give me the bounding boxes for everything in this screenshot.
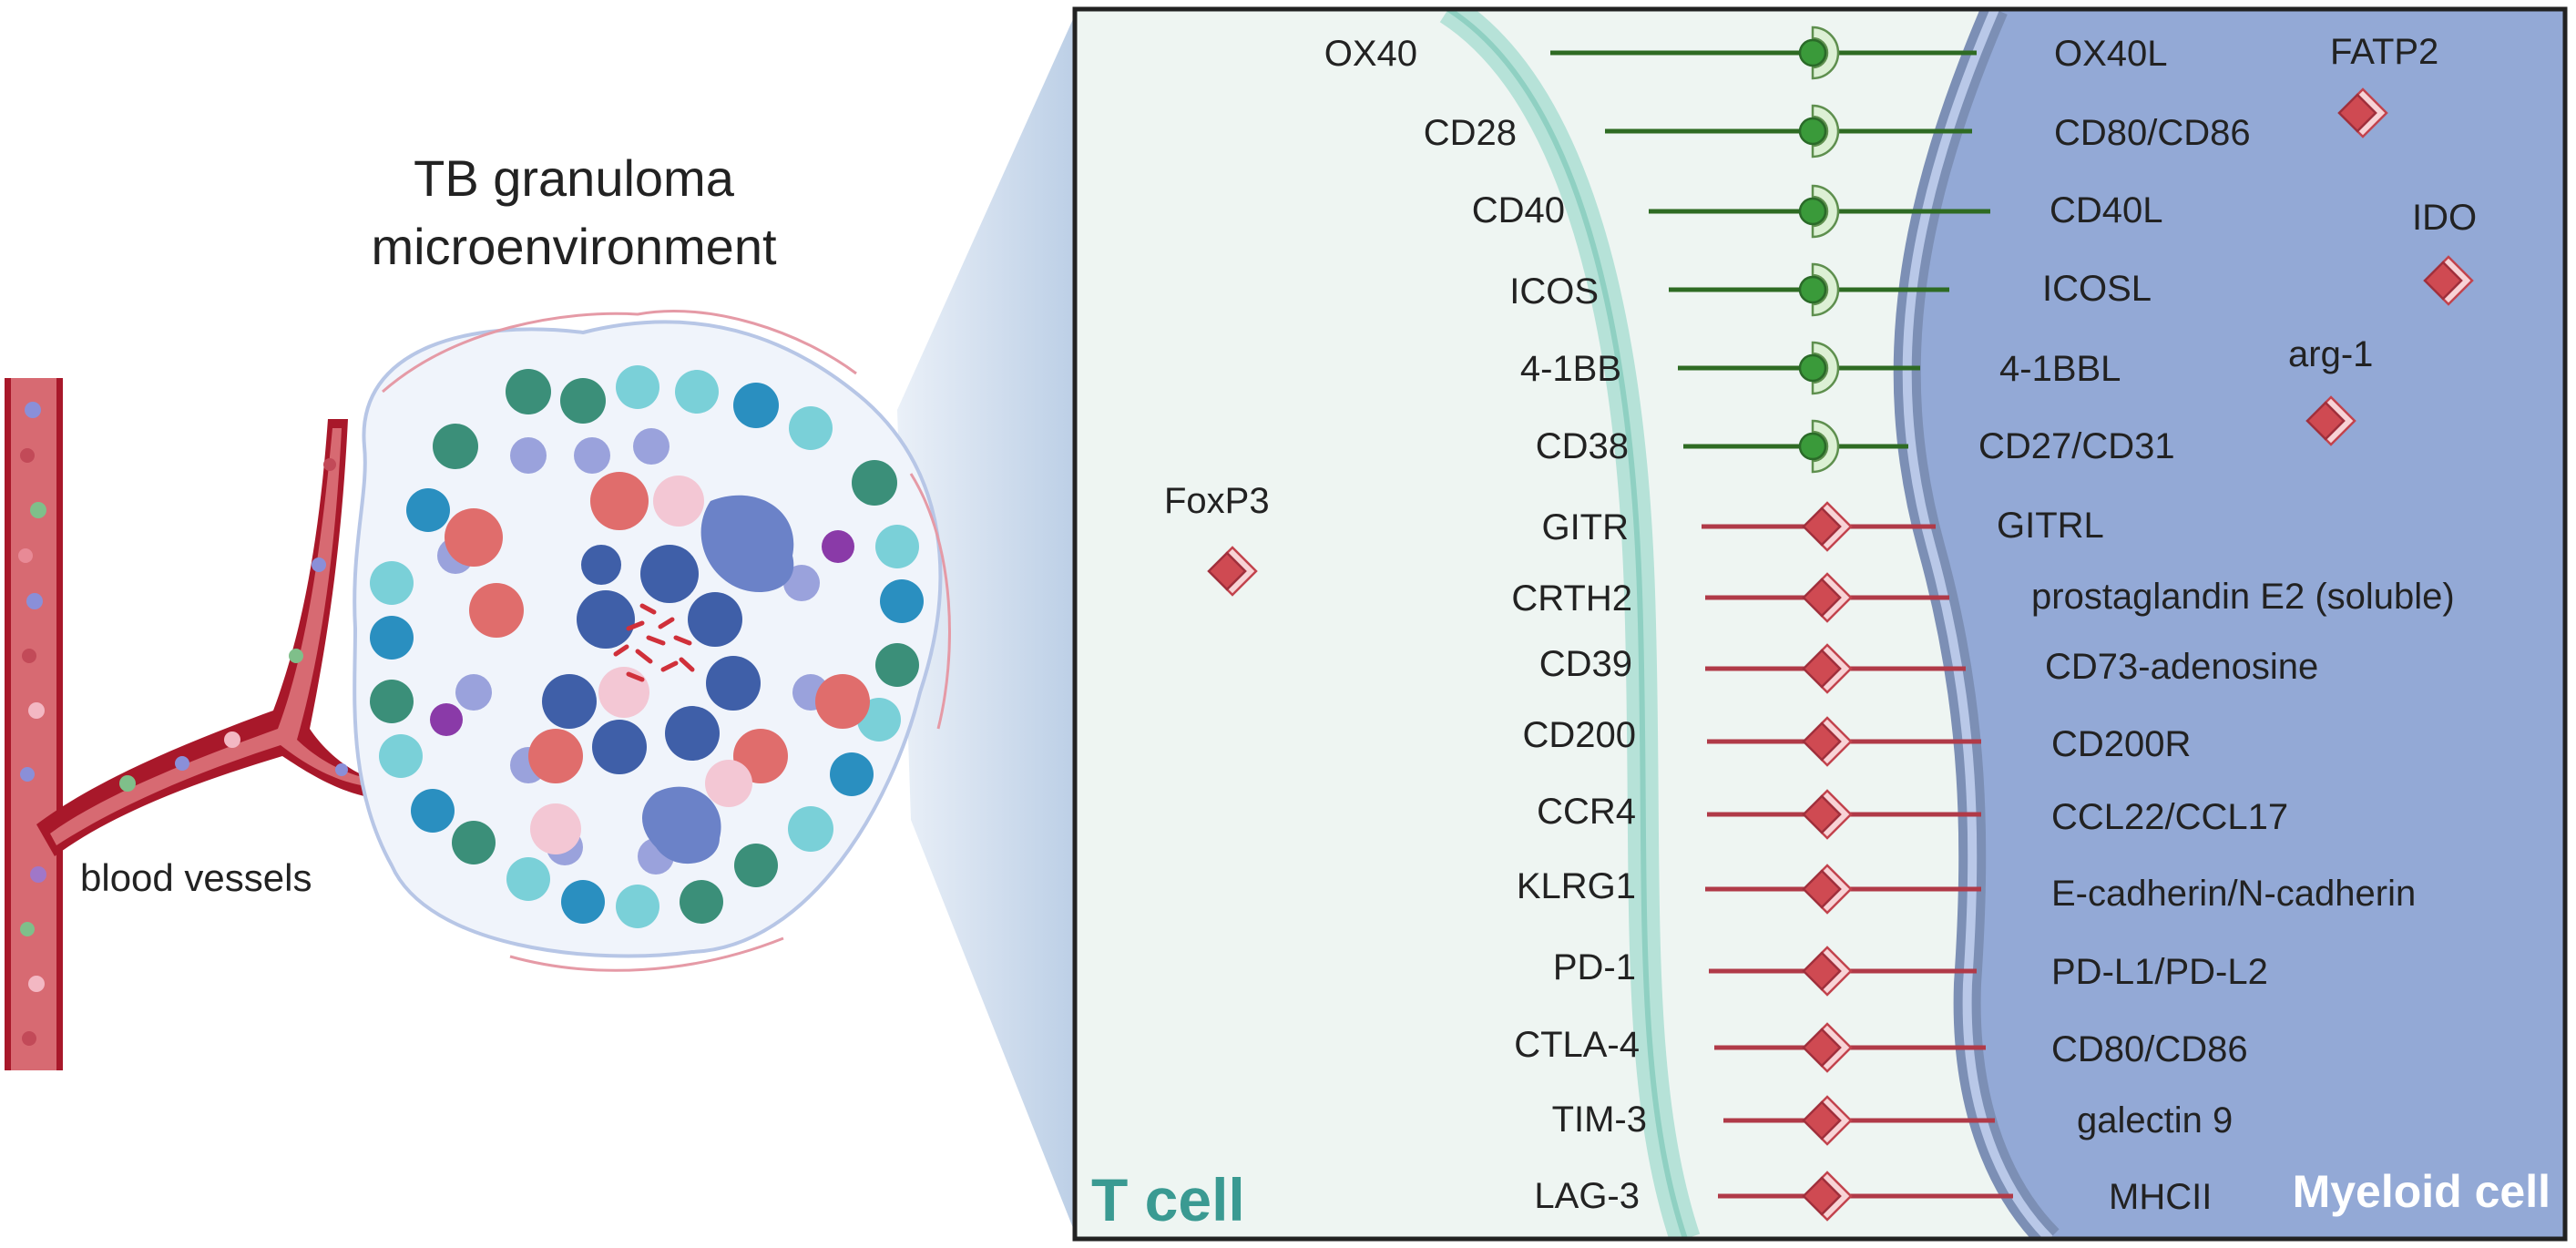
- panel-border: [1072, 6, 2568, 1242]
- vessel-label: blood vessels: [80, 856, 312, 899]
- receptor-label: CRTH2: [1511, 578, 1632, 619]
- ligand-label: 4-1BBL: [1999, 349, 2121, 389]
- receptor-label: CD200: [1522, 715, 1636, 755]
- foxp3-label: FoxP3: [1164, 481, 1270, 521]
- t-cell-label: T cell: [1091, 1166, 1245, 1233]
- ligand-label: PD-L1/PD-L2: [2051, 952, 2268, 992]
- ligand-label: CD80/CD86: [2054, 113, 2251, 153]
- arg1-label: arg-1: [2288, 334, 2373, 374]
- ligand-label: E-cadherin/N-cadherin: [2051, 874, 2416, 914]
- ligand-label: OX40L: [2054, 34, 2168, 74]
- granuloma-cells: [370, 365, 924, 928]
- myeloid-cell-label: Myeloid cell: [2293, 1166, 2550, 1217]
- myeloid-cell: [1906, 9, 2565, 1239]
- zoom-projection: [897, 11, 1077, 1237]
- blood-vessels: [5, 378, 373, 1070]
- ligand-label: prostaglandin E2 (soluble): [2031, 577, 2455, 617]
- ligand-label: ICOSL: [2042, 269, 2152, 309]
- ligand-label: CD40L: [2050, 190, 2163, 230]
- ligand-label: MHCII: [2109, 1177, 2212, 1217]
- ido-label: IDO: [2412, 198, 2477, 238]
- receptor-label: CCR4: [1537, 792, 1636, 832]
- receptor-label: 4-1BB: [1520, 349, 1621, 389]
- ligand-label: CCL22/CCL17: [2051, 797, 2288, 837]
- receptor-labels: OX40 CD28 CD40 ICOS 4-1BB CD38 GITR CRTH…: [1324, 34, 1647, 1216]
- receptor-label: KLRG1: [1517, 866, 1636, 906]
- granuloma: [353, 310, 951, 972]
- ligand-label: CD200R: [2051, 724, 2191, 764]
- receptor-label: PD-1: [1553, 947, 1636, 987]
- granuloma-title-line2: microenvironment: [371, 218, 776, 275]
- receptor-label: CD38: [1536, 426, 1629, 466]
- receptor-label: TIM-3: [1552, 1100, 1647, 1140]
- ligand-labels: OX40L CD80/CD86 CD40L ICOSL 4-1BBL CD27/…: [1978, 34, 2455, 1217]
- receptor-label: OX40: [1324, 34, 1417, 74]
- ligand-label: CD27/CD31: [1978, 426, 2175, 466]
- receptor-label: CD39: [1539, 644, 1632, 684]
- receptor-label: CD28: [1424, 113, 1517, 153]
- ligand-label: galectin 9: [2077, 1100, 2233, 1141]
- receptor-label: ICOS: [1509, 271, 1599, 312]
- ligand-label: CD80/CD86: [2051, 1029, 2248, 1069]
- fatp2-label: FATP2: [2330, 32, 2438, 72]
- receptor-label: LAG-3: [1534, 1176, 1640, 1216]
- receptor-label: GITR: [1541, 507, 1629, 547]
- ligand-label: GITRL: [1997, 506, 2104, 546]
- stimulatory-connections: [1550, 50, 1990, 449]
- ligand-label: CD73-adenosine: [2045, 647, 2318, 687]
- blood-cells: [18, 402, 348, 1046]
- receptor-label: CTLA-4: [1514, 1025, 1640, 1065]
- granuloma-title-line1: TB granuloma: [414, 149, 735, 207]
- receptor-label: CD40: [1472, 190, 1565, 230]
